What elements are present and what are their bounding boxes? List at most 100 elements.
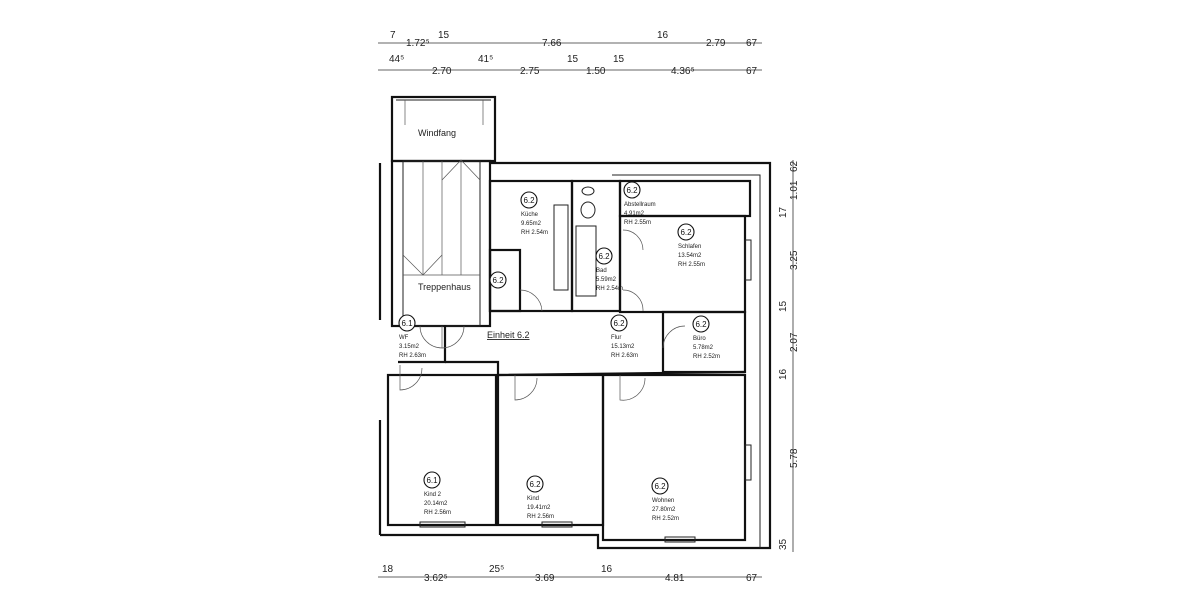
unit-number: 6.2	[680, 228, 692, 237]
windfang-label: Windfang	[418, 128, 456, 138]
dimension-label: 16	[601, 564, 613, 575]
unit-number: 6.2	[626, 186, 638, 195]
dimension-label: 15	[438, 30, 450, 41]
dimension-label: 15	[778, 300, 789, 312]
room-area: 19.41m2	[527, 505, 551, 511]
dimension-label: 2.07	[789, 332, 800, 352]
room-height: RH 2.55m	[624, 220, 651, 226]
dimension-label: 62	[789, 160, 800, 172]
unit-number: 6.2	[654, 482, 666, 491]
room-height: RH 2.52m	[652, 516, 679, 522]
dimension-label: 67	[746, 38, 758, 49]
room-name: Kind	[527, 496, 539, 502]
unit-marker-icon	[595, 247, 613, 265]
room-name: Küche	[521, 212, 539, 218]
room-height: RH 2.52m	[693, 354, 720, 360]
unit-number: 6.2	[695, 320, 707, 329]
room-area: 3.15m2	[399, 344, 420, 350]
unit-number: 6.1	[401, 319, 413, 328]
dimension-label: 1.72⁵	[406, 38, 430, 49]
dimension-lines	[378, 42, 794, 578]
room-height: RH 2.63m	[399, 353, 426, 359]
unit-marker-icon	[489, 271, 507, 289]
unit-number: 6.2	[613, 319, 625, 328]
unit-number: 6.2	[523, 196, 535, 205]
unit-label: Einheit 6.2	[487, 330, 530, 340]
dimension-label: 3.62⁵	[424, 573, 448, 584]
room-name: Wohnen	[652, 498, 674, 504]
dimension-label: 7.66	[542, 38, 562, 49]
dimension-label: 1.01	[789, 180, 800, 200]
room-height: RH 2.54m	[521, 230, 548, 236]
room-name: Büro	[693, 336, 706, 342]
dimension-label: 44⁵	[389, 54, 404, 65]
dimension-label: 18	[382, 564, 394, 575]
dimension-label: 7	[390, 30, 396, 41]
room-name: Abstellraum	[624, 202, 656, 208]
room-area: 20.14m2	[424, 501, 448, 507]
unit-marker-icon	[692, 315, 710, 333]
room-area: 27.80m2	[652, 507, 676, 513]
dimension-label: 41⁵	[478, 54, 493, 65]
dimension-label: 67	[746, 66, 758, 77]
unit-number: 6.2	[492, 276, 504, 285]
room-area: 4.91m2	[624, 211, 645, 217]
dimension-label: 16	[778, 368, 789, 380]
dimension-label: 5.78	[789, 448, 800, 468]
dimension-label: 67	[746, 573, 758, 584]
room-area: 5.59m2	[596, 277, 617, 283]
unit-number: 6.2	[598, 252, 610, 261]
room-wf: 6.1WF 3.15m2 RH 2.63m	[398, 314, 426, 359]
dimension-label: 2.79	[706, 38, 726, 49]
room-name: WF	[399, 335, 409, 341]
room-height: RH 2.54m	[596, 286, 623, 292]
unit-marker-icon	[526, 475, 544, 493]
room-unnamed: 6.2	[489, 271, 507, 289]
room-name: Schlafen	[678, 244, 701, 250]
dimension-label: 15	[613, 54, 625, 65]
dimension-label: 1.50	[586, 66, 606, 77]
dimension-label: 35	[778, 538, 789, 550]
dimension-label: 16	[657, 30, 669, 41]
room-height: RH 2.56m	[527, 514, 554, 520]
room-height: RH 2.63m	[611, 353, 638, 359]
dimension-label: 4.81	[665, 573, 685, 584]
dimension-label: 17	[778, 206, 789, 218]
room-height: RH 2.56m	[424, 510, 451, 516]
unit-marker-icon	[677, 223, 695, 241]
dimension-label: 2.75	[520, 66, 540, 77]
unit-marker-icon	[398, 314, 416, 332]
room-name: Flur	[611, 335, 621, 341]
room-area: 13.54m2	[678, 253, 702, 259]
unit-marker-icon	[610, 314, 628, 332]
room-name: Kind 2	[424, 492, 442, 498]
treppenhaus-label: Treppenhaus	[418, 282, 471, 292]
dimension-label: 2.70	[432, 66, 452, 77]
unit-marker-icon	[651, 477, 669, 495]
room-name: Bad	[596, 268, 607, 274]
dimension-label: 3.69	[535, 573, 555, 584]
dimension-label: 3.25	[789, 250, 800, 270]
unit-number: 6.2	[529, 480, 541, 489]
room-height: RH 2.55m	[678, 262, 705, 268]
room-area: 5.78m2	[693, 345, 714, 351]
unit-marker-icon	[423, 471, 441, 489]
room-area: 9.65m2	[521, 221, 542, 227]
dimension-label: 15	[567, 54, 579, 65]
walls	[378, 95, 772, 550]
unit-number: 6.1	[426, 476, 438, 485]
dimension-labels: 7 1.72⁵ 15 7.66 16 2.79 67 44⁵ 2.70 41⁵ 2.75 15 1.50…	[382, 30, 800, 584]
dimension-label: 4.36⁵	[671, 66, 695, 77]
room-area: 15.13m2	[611, 344, 635, 350]
